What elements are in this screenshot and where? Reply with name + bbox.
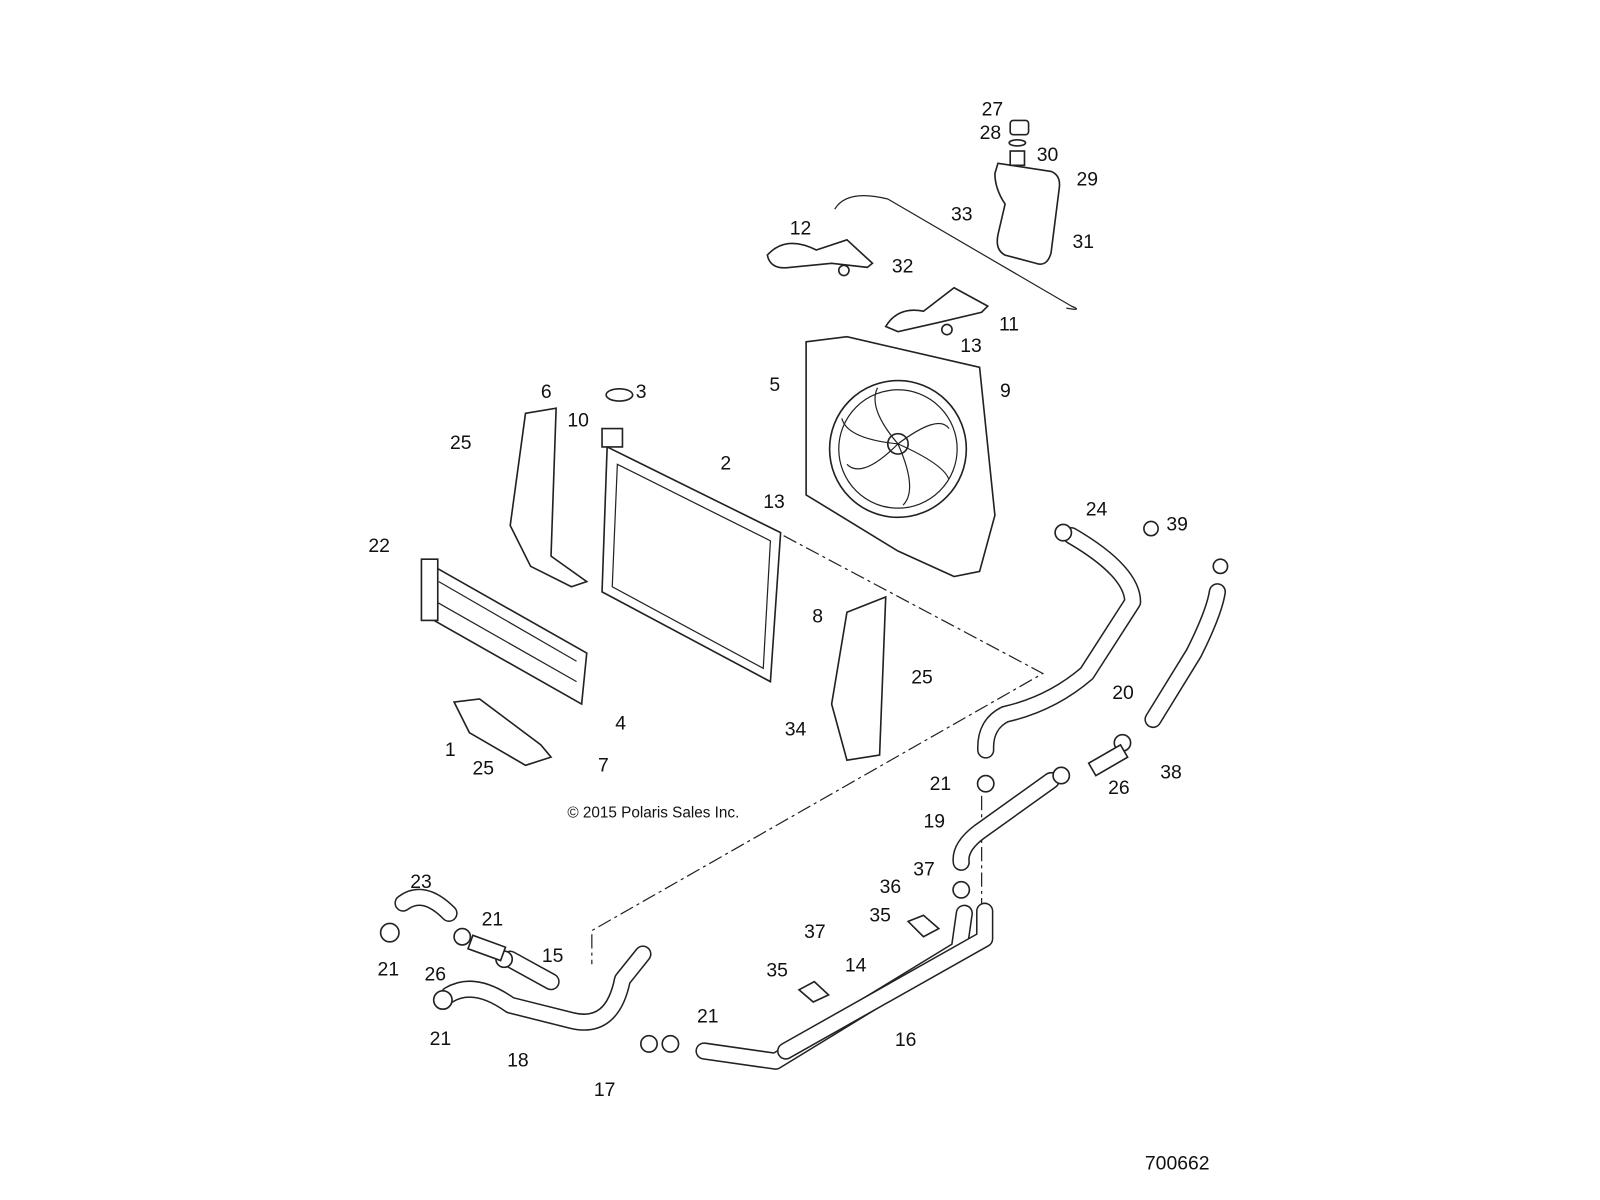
callout-18: 18 <box>507 1049 529 1071</box>
callout-12: 12 <box>790 218 812 240</box>
callout-26: 26 <box>424 964 446 986</box>
callout-37: 37 <box>913 859 935 881</box>
callout-38: 38 <box>1160 762 1182 784</box>
callout-27: 27 <box>982 98 1004 120</box>
radiator <box>601 387 782 683</box>
callout-3: 3 <box>636 381 647 403</box>
bracket-12 <box>766 238 874 269</box>
callout-25: 25 <box>911 667 933 689</box>
hoses <box>394 527 1227 1070</box>
callout-34: 34 <box>785 719 807 741</box>
callout-23: 23 <box>410 871 432 893</box>
callout-36: 36 <box>880 876 902 898</box>
hose-clamps <box>379 520 1229 1053</box>
diagram-number: 700662 <box>1145 1152 1210 1174</box>
callout-7: 7 <box>598 754 609 776</box>
callout-6: 6 <box>541 381 552 403</box>
callout-28: 28 <box>980 122 1002 144</box>
callout-14: 14 <box>845 954 867 976</box>
side-panel-34 <box>830 595 887 762</box>
copyright-notice: © 2015 Polaris Sales Inc. <box>567 804 739 821</box>
callout-5: 5 <box>769 374 780 396</box>
callout-26: 26 <box>1108 777 1130 799</box>
coolant-reservoir <box>994 119 1061 265</box>
callout-35: 35 <box>766 960 788 982</box>
callout-39: 39 <box>1166 514 1188 536</box>
callout-21: 21 <box>430 1028 452 1050</box>
oil-cooler <box>420 558 588 706</box>
callout-8: 8 <box>812 605 823 627</box>
callout-17: 17 <box>594 1079 616 1101</box>
bracket-11 <box>884 286 990 333</box>
callout-30: 30 <box>1037 144 1059 166</box>
callout-20: 20 <box>1112 682 1134 704</box>
callout-13: 13 <box>960 335 982 357</box>
callout-19: 19 <box>923 811 945 833</box>
callout-11: 11 <box>999 314 1019 336</box>
callout-29: 29 <box>1077 169 1099 191</box>
cooling-fan-assembly <box>805 335 996 578</box>
callout-1: 1 <box>445 739 456 761</box>
callout-31: 31 <box>1072 231 1094 253</box>
callout-24: 24 <box>1086 498 1108 520</box>
callout-21: 21 <box>930 773 952 795</box>
callout-25: 25 <box>450 432 472 454</box>
callout-37: 37 <box>804 921 826 943</box>
callout-22: 22 <box>368 535 390 557</box>
overflow-tube <box>834 195 1078 310</box>
callout-32: 32 <box>892 255 914 277</box>
callout-25: 25 <box>472 757 494 779</box>
callout-21: 21 <box>697 1005 719 1027</box>
callout-16: 16 <box>895 1029 917 1051</box>
assembly-centerline <box>591 535 1045 965</box>
callout-10: 10 <box>567 410 589 432</box>
callout-15: 15 <box>542 945 564 967</box>
callout-4: 4 <box>615 713 626 735</box>
callout-21: 21 <box>482 909 504 931</box>
bracket-1 <box>452 698 553 767</box>
callout-33: 33 <box>951 203 973 225</box>
callout-13: 13 <box>763 491 785 513</box>
callout-2: 2 <box>720 452 731 474</box>
callout-9: 9 <box>1000 380 1011 402</box>
side-panel-6 <box>509 407 589 588</box>
callout-35: 35 <box>869 904 891 926</box>
callout-21: 21 <box>378 959 400 981</box>
